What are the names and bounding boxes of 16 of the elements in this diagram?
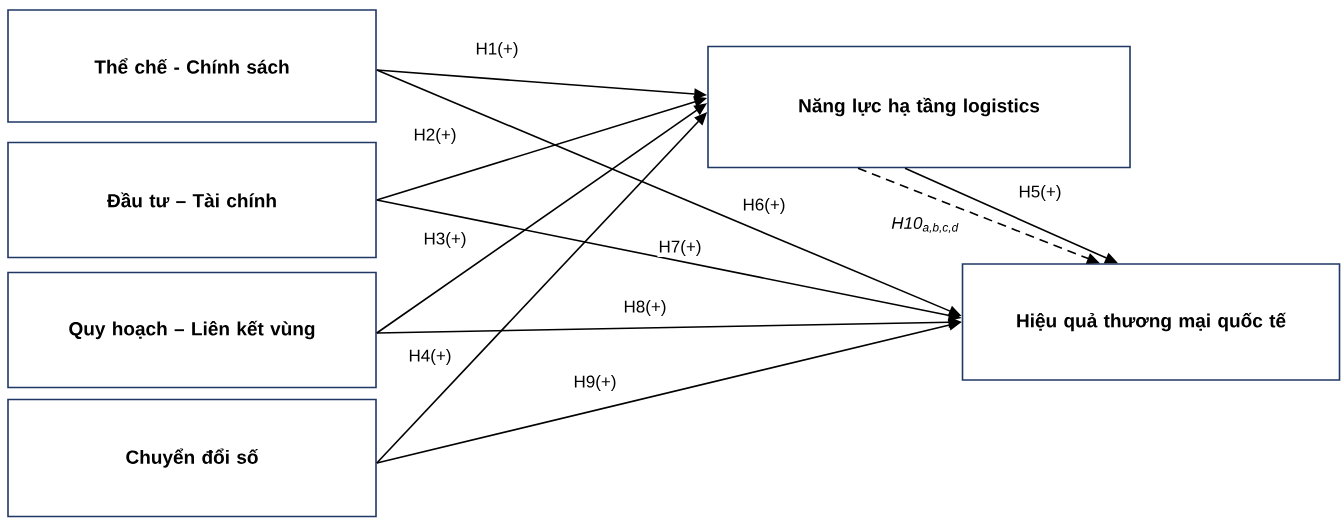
edge-label: H2(+) (412, 127, 458, 145)
variable-box: Thể chế - Chính sách (7, 9, 377, 123)
variable-box: Hiệu quả thương mại quốc tế (961, 263, 1341, 381)
edge-label: H4(+) (407, 348, 453, 366)
variable-box: Chuyển đổi số (7, 398, 377, 518)
edge-label: H3(+) (422, 231, 468, 249)
edge-label: H6(+) (741, 197, 787, 215)
edge-label: H10$_{a,b,c,d}$ (890, 215, 960, 235)
variable-box: Đầu tư – Tài chính (7, 141, 377, 259)
edge-label: H8(+) (622, 299, 668, 317)
variable-box: Năng lực hạ tầng logistics (707, 45, 1131, 169)
edge-label: H1(+) (474, 41, 520, 59)
edge-label: H9(+) (572, 374, 618, 392)
edge-label: H7(+) (657, 239, 703, 257)
edge-label: H5(+) (1017, 184, 1063, 202)
variable-box: Quy hoạch – Liên kết vùng (7, 271, 377, 389)
